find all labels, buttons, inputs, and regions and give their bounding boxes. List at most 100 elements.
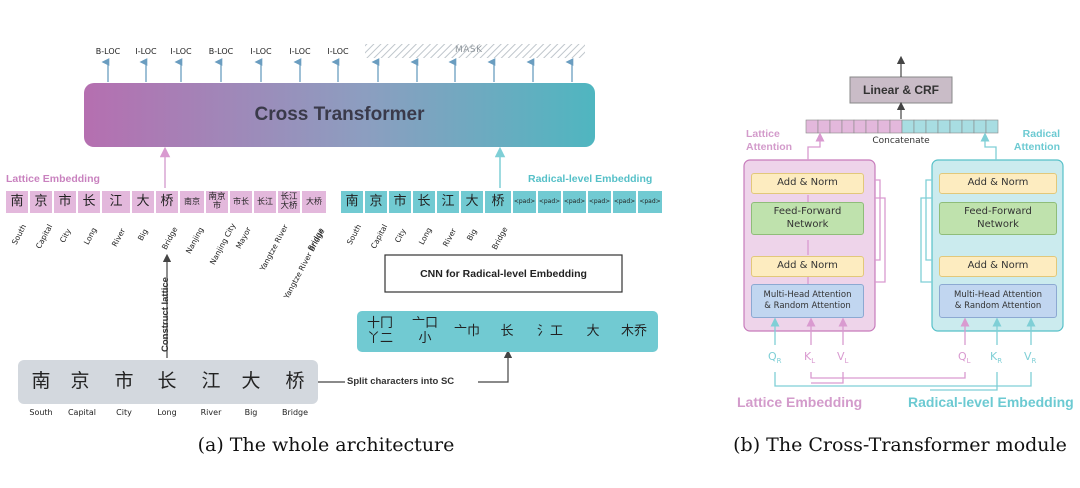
output-tag: I-LOC <box>327 47 349 56</box>
concatenate-vector <box>805 119 999 134</box>
radical-cell: 江 <box>437 191 459 213</box>
mask-label: MASK <box>455 45 483 55</box>
k-l-label: KL <box>804 350 816 366</box>
radical-cell: 大 <box>461 191 483 213</box>
output-tag: I-LOC <box>289 47 311 56</box>
caption-b: (b) The Cross-Transformer module <box>733 434 1067 456</box>
concatenate-cell <box>877 119 891 134</box>
radical-cell: 京 <box>365 191 387 213</box>
v-r-label: VR <box>1024 350 1037 366</box>
output-tag: I-LOC <box>135 47 157 56</box>
output-tag: I-LOC <box>170 47 192 56</box>
input-word: South <box>29 407 53 417</box>
caption-a: (a) The whole architecture <box>197 434 455 456</box>
input-word: City <box>116 407 132 417</box>
linear-crf-label: Linear & CRF <box>862 83 939 97</box>
concatenate-label: Concatenate <box>872 136 930 146</box>
lattice-cell: 南京 <box>180 191 204 213</box>
radical-pad-cell: <pad> <box>638 191 662 213</box>
concatenate-cell <box>853 119 867 134</box>
radical-component: 木乔 <box>620 323 647 339</box>
lattice-cell: 长江大桥 <box>278 191 300 213</box>
lattice-cell: 南京市 <box>206 191 228 213</box>
concatenate-cell <box>901 119 915 134</box>
lattice-cell: 长 <box>78 191 100 213</box>
radical-component: 亠口 小 <box>411 316 438 346</box>
lattice-cell: 大 <box>132 191 154 213</box>
cnn-box <box>384 254 623 293</box>
concatenate-cell <box>973 119 987 134</box>
radical-add-norm-bottom: Add & Norm <box>939 256 1057 277</box>
input-word: Long <box>157 407 177 417</box>
lattice-multi-head-attention: Multi-Head Attention & Random Attention <box>751 284 864 318</box>
q-l-label: QL <box>958 350 971 366</box>
radical-pad-cell: <pad> <box>613 191 636 213</box>
input-char: 江 <box>201 370 221 393</box>
lattice-cell: 南 <box>6 191 28 213</box>
input-char: 南 <box>31 370 51 393</box>
radical-pad-cell: <pad> <box>538 191 561 213</box>
lattice-cell: 京 <box>30 191 52 213</box>
input-word: Bridge <box>281 407 309 417</box>
output-tag: B-LOC <box>95 47 121 56</box>
radical-multi-head-attention: Multi-Head Attention & Random Attention <box>939 284 1057 318</box>
concatenate-cell <box>985 119 999 134</box>
lattice-add-norm-bottom: Add & Norm <box>751 256 864 277</box>
concatenate-cell <box>913 119 927 134</box>
concatenate-cell <box>829 119 843 134</box>
lattice-add-norm-top: Add & Norm <box>751 173 864 194</box>
radical-cell: 市 <box>389 191 411 213</box>
concatenate-cell <box>949 119 963 134</box>
radical-cell: 长 <box>413 191 435 213</box>
input-word: Big <box>244 407 258 417</box>
radical-component: 亠巾 <box>453 323 480 339</box>
lattice-cell: 市长 <box>230 191 252 213</box>
concatenate-cell <box>961 119 975 134</box>
radical-attention-label: Radical Attention <box>1013 128 1060 154</box>
radical-pad-cell: <pad> <box>513 191 536 213</box>
input-char: 京 <box>70 370 90 393</box>
cross-transformer-label: Cross Transformer <box>254 104 425 125</box>
input-char: 大 <box>241 370 261 393</box>
q-r-label: QR <box>768 350 782 366</box>
lattice-cell: 桥 <box>156 191 178 213</box>
concatenate-cell <box>817 119 831 134</box>
input-sentence-box <box>18 360 318 404</box>
output-arrows <box>101 58 574 82</box>
input-char: 市 <box>114 370 134 393</box>
input-char: 桥 <box>285 370 305 393</box>
radical-pad-cell: <pad> <box>588 191 611 213</box>
radical-component: 大 <box>586 323 600 339</box>
input-word: River <box>200 407 222 417</box>
lattice-cell: 大桥 <box>302 191 326 213</box>
concatenate-cell <box>937 119 951 134</box>
lattice-cell: 江 <box>102 191 130 213</box>
linear-crf-box <box>849 76 953 104</box>
radical-cell: 桥 <box>485 191 511 213</box>
lattice-feed-forward: Feed-Forward Network <box>751 202 864 235</box>
construct-lattice-label: Construct lattice <box>160 277 171 352</box>
lattice-attention-label: Lattice Attention <box>746 128 793 154</box>
radical-feed-forward: Feed-Forward Network <box>939 202 1057 235</box>
lattice-embedding-label: Lattice Embedding <box>737 394 863 410</box>
split-characters-label: Split characters into SC <box>347 376 455 387</box>
mask-bar <box>365 44 585 58</box>
radical-component: 十冂 丫二 <box>366 316 393 346</box>
radical-add-norm-top: Add & Norm <box>939 173 1057 194</box>
k-r-label: KR <box>990 350 1003 366</box>
radical-components-box <box>357 311 658 352</box>
input-word: Capital <box>67 407 97 417</box>
lattice-cell: 市 <box>54 191 76 213</box>
radical-embedding-title: Radical-level Embedding <box>528 173 653 185</box>
cross-transformer-box <box>84 83 595 147</box>
radical-embedding-label: Radical-level Embedding <box>908 394 1074 410</box>
v-l-label: VL <box>837 350 849 366</box>
cnn-label: CNN for Radical-level Embedding <box>420 267 587 280</box>
concatenate-cell <box>889 119 903 134</box>
radical-cell: 南 <box>341 191 363 213</box>
radical-component: 长 <box>500 323 514 339</box>
concatenate-cell <box>805 119 819 134</box>
concatenate-cell <box>925 119 939 134</box>
concatenate-cell <box>865 119 879 134</box>
radical-pad-cell: <pad> <box>563 191 586 213</box>
